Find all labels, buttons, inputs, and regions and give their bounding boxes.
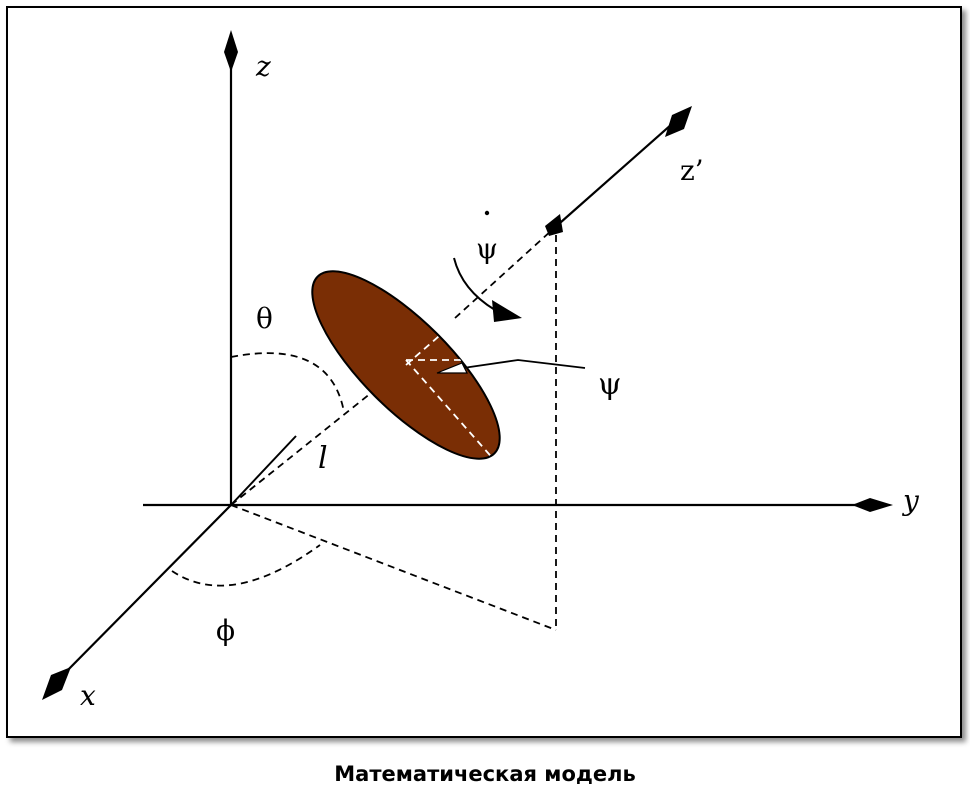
psi-angle-pointer — [436, 362, 468, 374]
psi-dot-label: ψ — [476, 232, 498, 265]
psi-dot-arrowhead — [492, 300, 522, 322]
y-axis-arrowhead — [852, 498, 893, 512]
z-prime-dashed — [454, 229, 553, 319]
psi-dot-rotation-arc — [453, 257, 496, 311]
diagram-frame — [6, 6, 962, 738]
figure-caption: Математическая модель — [334, 762, 636, 786]
z-axis-label: z — [255, 50, 271, 83]
phi-arc — [171, 544, 321, 587]
disk-radius-diagonal — [405, 359, 497, 463]
z-axis-arrowhead — [224, 30, 238, 72]
z-prime-axis-arrowhead — [665, 106, 692, 137]
z-prime-point-marker — [545, 214, 563, 236]
y-axis-label: y — [901, 484, 920, 517]
x-axis — [57, 504, 232, 681]
psi-leader-line — [462, 359, 586, 369]
z-prime-axis-label: z’ — [680, 154, 704, 187]
psi-label: ψ — [598, 367, 622, 402]
phi-label: ϕ — [216, 614, 235, 647]
theta-arc — [230, 352, 345, 413]
rod-solid-segment — [230, 435, 297, 506]
math-model-diagram: z z’ y x θ ϕ l ψ ψ — [42, 30, 920, 712]
theta-label: θ — [256, 302, 273, 335]
x-axis-arrowhead — [42, 667, 71, 700]
psi-dot-overdot — [484, 210, 490, 216]
rod-length-label: l — [318, 441, 328, 476]
x-axis-label: x — [80, 679, 96, 712]
z-prime-axis — [551, 123, 673, 231]
projection-xy-dashed — [230, 504, 557, 631]
